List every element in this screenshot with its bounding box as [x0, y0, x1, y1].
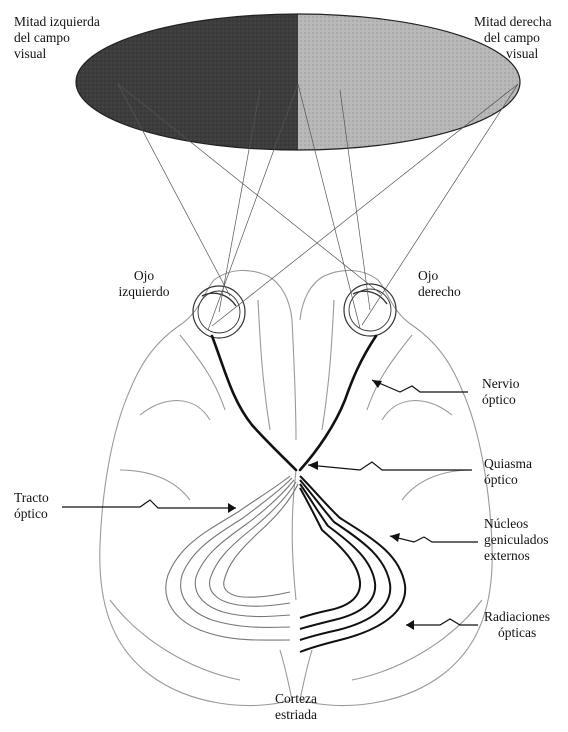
label-pointers: [62, 380, 478, 625]
label-optic-chiasm: Quiasma óptico: [484, 456, 532, 488]
label-optic-radiations: Radiaciones ópticas: [484, 609, 550, 641]
label-right-visual-field: Mitad derecha del campo visual: [474, 14, 552, 62]
label-left-eye: Ojo izquierdo: [104, 268, 184, 300]
label-optic-tract: Tracto óptico: [14, 490, 49, 522]
label-left-visual-field: Mitad izquierda del campo visual: [14, 14, 100, 62]
visual-field-ellipse: [70, 10, 530, 160]
label-striate-cortex: Corteza estriada: [246, 691, 346, 723]
right-optic-radiations: [300, 476, 405, 652]
left-optic-radiations: [166, 476, 298, 640]
label-optic-nerve: Nervio óptico: [482, 376, 520, 408]
label-lateral-geniculate-nuclei: Núcleos geniculados externos: [484, 516, 548, 564]
label-right-eye: Ojo derecho: [418, 268, 461, 300]
